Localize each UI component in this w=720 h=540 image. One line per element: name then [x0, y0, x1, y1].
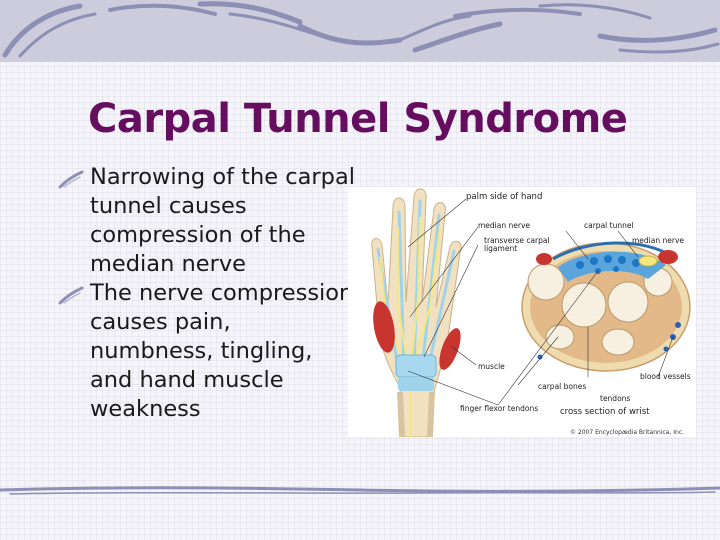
- bullet-stroke-icon: [58, 170, 84, 189]
- wrist-anatomy-illustration: palm side of hand median nerve carpal tu…: [371, 188, 691, 437]
- figure-copyright: © 2007 Encyclopædia Britannica, Inc.: [570, 429, 684, 436]
- label-muscle: muscle: [478, 362, 505, 371]
- label-carpal-tunnel: carpal tunnel: [584, 221, 634, 230]
- label-blood-vessels: blood vessels: [640, 372, 691, 381]
- label-median-nerve-left: median nerve: [478, 221, 530, 230]
- slide-title: Carpal Tunnel Syndrome: [88, 96, 628, 142]
- hand-illustration: [371, 188, 462, 437]
- bullet-stroke-icon: [58, 286, 84, 305]
- wrist-anatomy-figure: palm side of hand median nerve carpal tu…: [348, 187, 696, 437]
- label-leader-lines: [407, 198, 674, 406]
- label-cross-section: cross section of wrist: [560, 407, 650, 417]
- bullet-item: The nerve compression causes pain, numbn…: [58, 279, 358, 424]
- bullet-list: Narrowing of the carpal tunnel causes co…: [58, 163, 358, 424]
- bullet-text: Narrowing of the carpal tunnel causes co…: [90, 164, 355, 277]
- bullet-item: Narrowing of the carpal tunnel causes co…: [58, 163, 358, 279]
- label-ligament: ligament: [484, 244, 517, 253]
- bottom-swoosh-decoration: [0, 486, 720, 495]
- top-decorative-band: [0, 0, 720, 62]
- label-carpal-bones: carpal bones: [538, 382, 586, 391]
- bullet-text: The nerve compression causes pain, numbn…: [90, 280, 354, 422]
- label-finger-flexor-tendons: finger flexor tendons: [460, 404, 538, 413]
- label-transverse-carpal: transverse carpal: [484, 236, 550, 245]
- wrist-cross-section: [521, 241, 691, 372]
- label-median-nerve-right: median nerve: [632, 236, 684, 245]
- bottom-decorative-rule: [0, 470, 720, 510]
- top-swoosh-decoration: [2, 1, 720, 58]
- label-tendons: tendons: [600, 394, 630, 403]
- label-palm-side: palm side of hand: [466, 192, 542, 202]
